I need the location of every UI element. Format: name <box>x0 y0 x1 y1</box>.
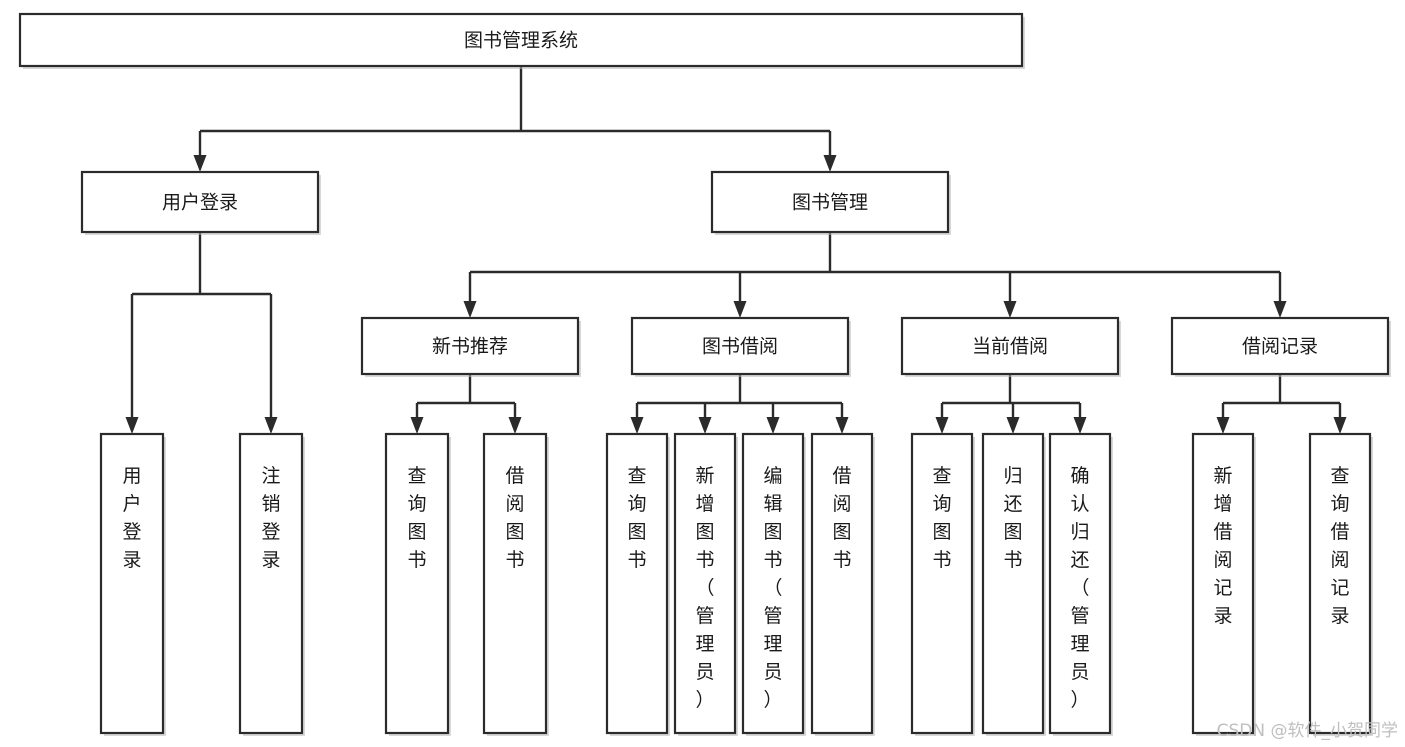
arrow-head-icon <box>1006 417 1020 434</box>
arrow-head-icon <box>410 417 424 434</box>
connector-group- <box>125 232 278 434</box>
arrow-head-icon <box>698 417 712 434</box>
node-box[interactable] <box>900 316 1120 376</box>
arrow-head-icon <box>125 417 139 434</box>
connector-group- <box>410 374 522 434</box>
arrow-head-icon <box>1003 301 1017 318</box>
arrow-head-icon <box>1273 301 1287 318</box>
connector-group- <box>193 66 837 172</box>
node--3[interactable]: 借阅图书 <box>482 432 549 736</box>
node--1[interactable]: 用户登录 <box>80 170 321 235</box>
arrow-head-icon <box>1073 417 1087 434</box>
node-box[interactable] <box>605 432 669 735</box>
node-box[interactable] <box>482 432 548 735</box>
arrow-head-icon <box>1216 417 1230 434</box>
node-box[interactable] <box>810 432 874 735</box>
node-box[interactable] <box>1191 432 1255 735</box>
arrow-head-icon <box>193 155 207 172</box>
arrow-head-icon <box>766 417 780 434</box>
node-label: 借阅图书 <box>832 465 851 571</box>
node--2[interactable]: 新书推荐 <box>360 316 581 377</box>
node-box[interactable] <box>238 432 304 735</box>
node-label: 新书推荐 <box>432 336 508 358</box>
connector-layer <box>125 66 1347 434</box>
node-box[interactable] <box>981 432 1045 735</box>
node--3[interactable]: 借阅图书 <box>810 432 875 736</box>
node--3[interactable]: 用户登录 <box>99 432 166 736</box>
arrow-head-icon <box>508 417 522 434</box>
node-label: 借阅图书 <box>505 465 524 571</box>
node--3[interactable]: 归还图书 <box>981 432 1046 736</box>
node-label: 新增借阅记录 <box>1213 465 1232 627</box>
arrow-head-icon <box>935 417 949 434</box>
node--2[interactable]: 图书借阅 <box>630 316 851 377</box>
node-label: 确认归还（管理员） <box>1070 465 1089 711</box>
connector-group- <box>935 374 1087 434</box>
node-label: 借阅记录 <box>1242 336 1318 358</box>
connector-group- <box>1216 374 1347 434</box>
node-box[interactable] <box>80 170 320 234</box>
node-box[interactable] <box>360 316 580 376</box>
arrow-head-icon <box>630 417 644 434</box>
node-box[interactable] <box>18 12 1024 68</box>
watermark-layer: CSDN @软件_小贺同学 <box>1217 721 1398 741</box>
node--3[interactable]: 确认归还（管理员） <box>1048 432 1113 736</box>
node-label: 查询图书 <box>627 465 646 571</box>
node-box[interactable] <box>1308 432 1372 735</box>
node--3[interactable]: 查询图书 <box>910 432 975 736</box>
arrow-head-icon <box>823 155 837 172</box>
arrow-head-icon <box>1333 417 1347 434</box>
arrow-head-icon <box>835 417 849 434</box>
connector-group- <box>630 374 849 434</box>
node-layer: 图书管理系统用户登录图书管理新书推荐图书借阅当前借阅借阅记录用户登录注销登录查询… <box>18 12 1391 736</box>
connector-group- <box>463 232 1287 318</box>
node-label: 新增图书（管理员） <box>695 465 714 711</box>
node-label: 编辑图书（管理员） <box>763 465 782 711</box>
node-box[interactable] <box>99 432 165 735</box>
node--3[interactable]: 注销登录 <box>238 432 305 736</box>
node--3[interactable]: 编辑图书（管理员） <box>741 432 806 736</box>
arrow-head-icon <box>733 301 747 318</box>
node-label: 图书管理系统 <box>464 30 578 52</box>
node-label: 查询图书 <box>407 465 426 571</box>
node-label: 查询借阅记录 <box>1330 465 1349 627</box>
node--3[interactable]: 查询图书 <box>384 432 451 736</box>
node-box[interactable] <box>384 432 450 735</box>
node-label: 用户登录 <box>162 192 238 214</box>
node-label: 图书借阅 <box>702 336 778 358</box>
node--3[interactable]: 新增图书（管理员） <box>673 432 738 736</box>
node--2[interactable]: 当前借阅 <box>900 316 1121 377</box>
node-box[interactable] <box>673 432 737 735</box>
node-label: 图书管理 <box>792 192 868 214</box>
arrow-head-icon <box>264 417 278 434</box>
node-box[interactable] <box>710 170 950 234</box>
node-box[interactable] <box>630 316 850 376</box>
node-box[interactable] <box>1170 316 1390 376</box>
node-box[interactable] <box>910 432 974 735</box>
arrow-head-icon <box>463 301 477 318</box>
watermark-label: CSDN @软件_小贺同学 <box>1217 721 1398 741</box>
node-label: 用户登录 <box>122 465 141 571</box>
node-label: 查询图书 <box>932 465 951 571</box>
node-box[interactable] <box>1048 432 1112 735</box>
node--2[interactable]: 借阅记录 <box>1170 316 1391 377</box>
node--0[interactable]: 图书管理系统 <box>18 12 1025 69</box>
node-label: 归还图书 <box>1003 465 1022 571</box>
node--3[interactable]: 查询图书 <box>605 432 670 736</box>
node-box[interactable] <box>741 432 805 735</box>
node--3[interactable]: 新增借阅记录 <box>1191 432 1256 736</box>
node--1[interactable]: 图书管理 <box>710 170 951 235</box>
node--3[interactable]: 查询借阅记录 <box>1308 432 1373 736</box>
node-label: 当前借阅 <box>972 336 1048 358</box>
node-label: 注销登录 <box>261 465 280 571</box>
